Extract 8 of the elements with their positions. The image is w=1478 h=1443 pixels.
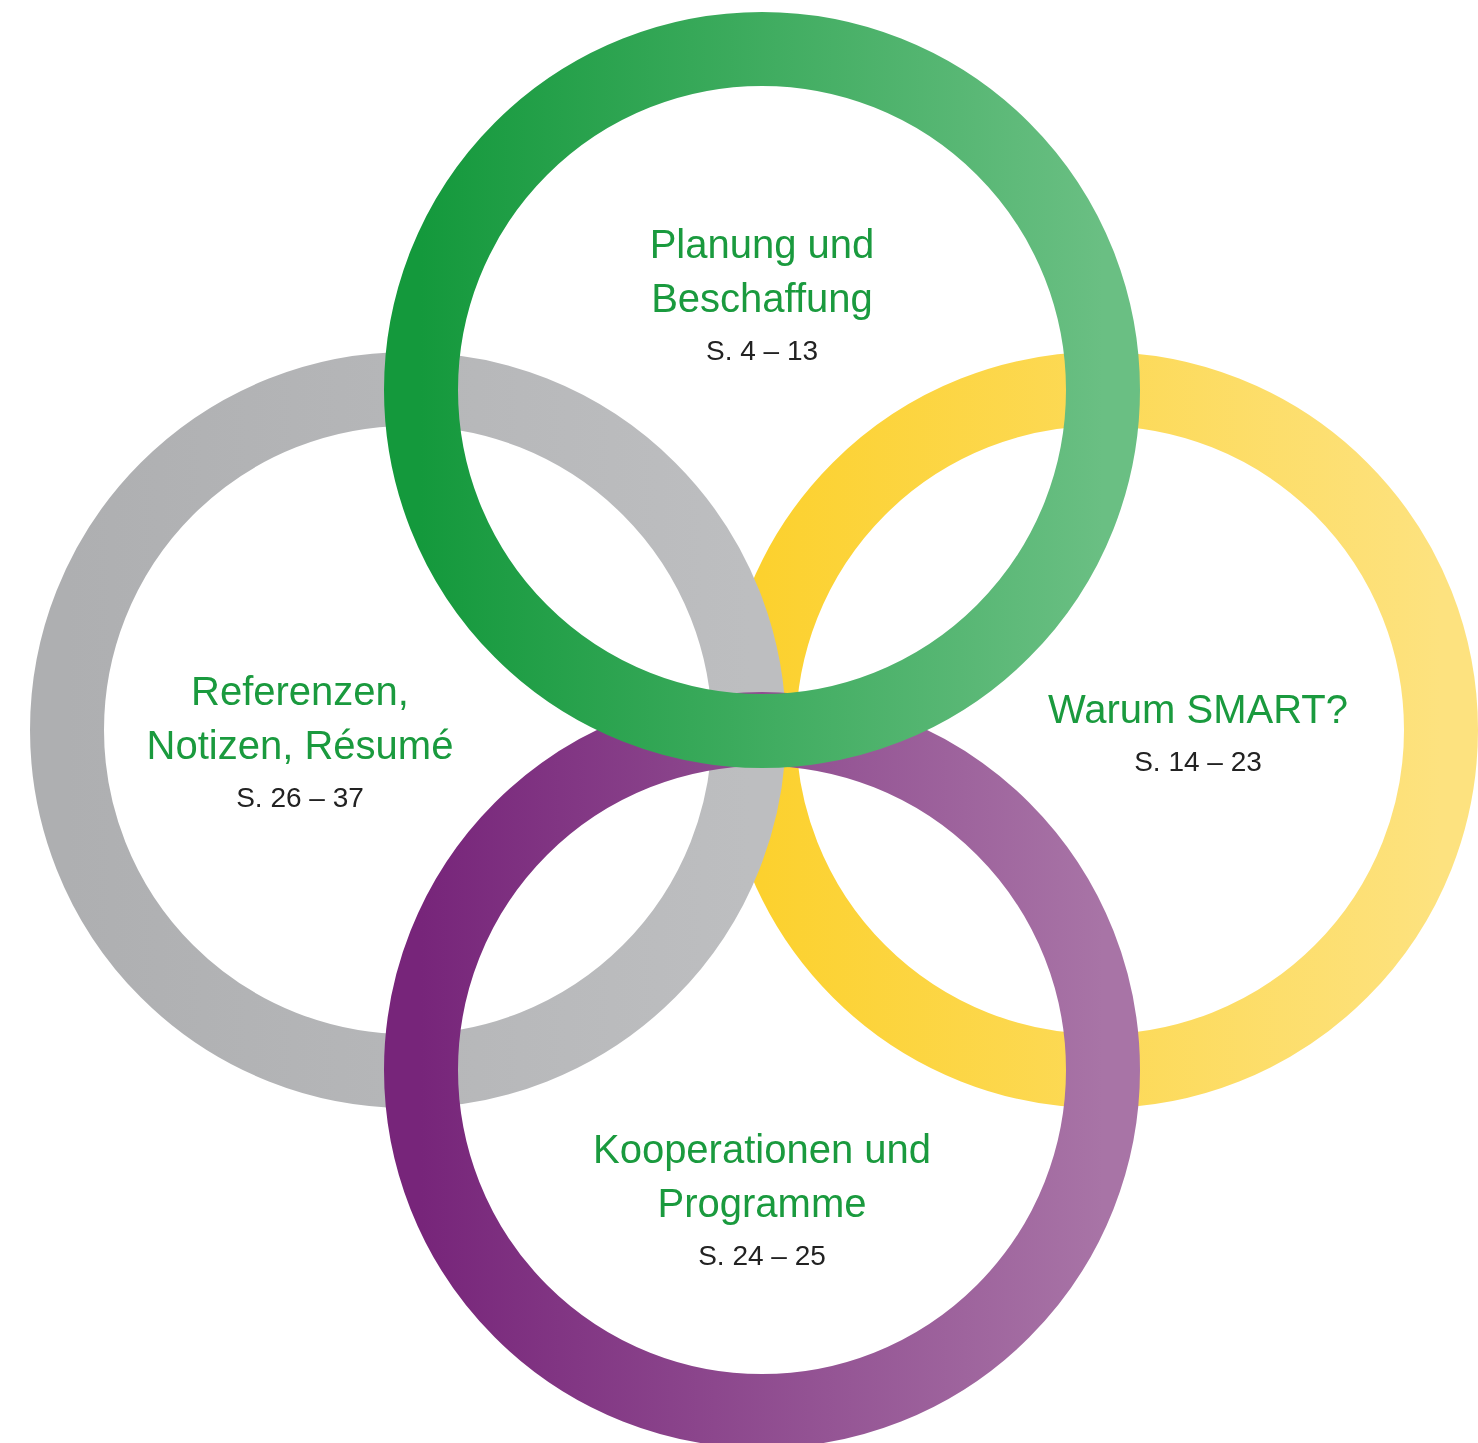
ring-heading: Planung und Beschaffung <box>648 221 876 322</box>
ring-heading: Warum SMART? <box>1047 686 1348 733</box>
page-range: S. 14 – 23 <box>1134 746 1262 778</box>
page-range: S. 4 – 13 <box>705 335 819 367</box>
ring-heading: Referenzen, Notizen, Résumé <box>145 668 455 769</box>
page-range: S. 26 – 37 <box>236 782 364 814</box>
ring-heading: Kooperationen und Programme <box>591 1126 933 1227</box>
page-range: S. 24 – 25 <box>698 1240 826 1272</box>
